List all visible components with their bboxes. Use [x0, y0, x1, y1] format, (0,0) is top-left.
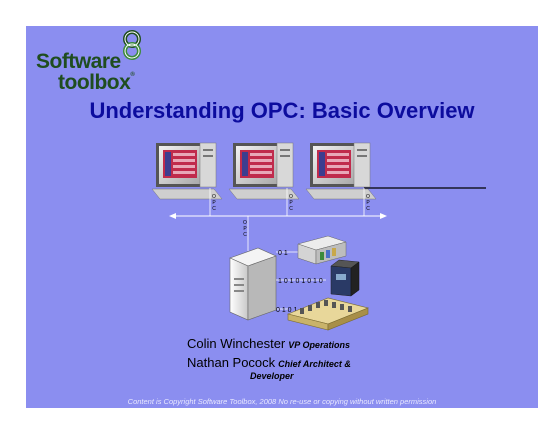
binary-label-1: 0 1 [278, 250, 288, 257]
logo-registered-mark: ® [130, 72, 135, 78]
slide-title: Understanding OPC: Basic Overview [89, 98, 475, 123]
opc-labels: O P C O P C O P C O P C [212, 194, 370, 238]
logo-line-toolbox: toolbox [58, 71, 131, 94]
plc-rack-icon [297, 235, 347, 265]
opc-label-1-p: P [212, 200, 216, 206]
network-arrow-right [380, 213, 387, 219]
binary-label-2: 1 0 1 0 1 0 1 0 [278, 278, 323, 285]
binary-data-labels: 0 1 1 0 1 0 1 0 1 0 0 1 0 1 [276, 250, 323, 314]
workstation-icon-2 [228, 142, 300, 200]
server-icon [229, 247, 277, 321]
opc-label-3-o: O [366, 194, 370, 200]
copyright-footer: Content is Copyright Software Toolbox, 2… [127, 397, 437, 406]
opc-label-3-c: C [366, 206, 370, 212]
io-module-icon [287, 297, 369, 331]
logo-line-software: Software [36, 50, 121, 73]
logo-wordmark: Software toolbox® [36, 50, 135, 94]
presenter-2-role-continued: Developer [250, 371, 294, 381]
presenter-1-name: Colin Winchester [187, 336, 286, 351]
network-arrow-left [169, 213, 176, 219]
presenter-2-role: Chief Architect & [278, 359, 351, 369]
opc-label-4-o: O [243, 220, 247, 226]
presenter-1-role: VP Operations [288, 340, 350, 350]
opc-label-4-c: C [243, 232, 247, 238]
workstation-icon-1 [151, 142, 223, 200]
opc-label-3-p: P [366, 200, 370, 206]
opc-label-2-o: O [289, 194, 293, 200]
opc-label-4-p: P [243, 226, 247, 232]
opc-label-1-o: O [212, 194, 216, 200]
binary-label-3: 0 1 0 1 [276, 307, 298, 314]
opc-label-1-c: C [212, 206, 216, 212]
opc-label-2-p: P [289, 200, 293, 206]
drive-icon [330, 259, 360, 297]
logo-knot-icon [123, 30, 141, 60]
workstation-icon-3 [305, 142, 377, 200]
opc-network-diagram: O P C O P C O P C O P C 0 1 1 [151, 142, 486, 331]
presenter-2-name: Nathan Pocock [187, 355, 276, 370]
opc-label-2-c: C [289, 206, 293, 212]
slide: Software toolbox® Understanding OPC: Bas… [26, 26, 538, 408]
